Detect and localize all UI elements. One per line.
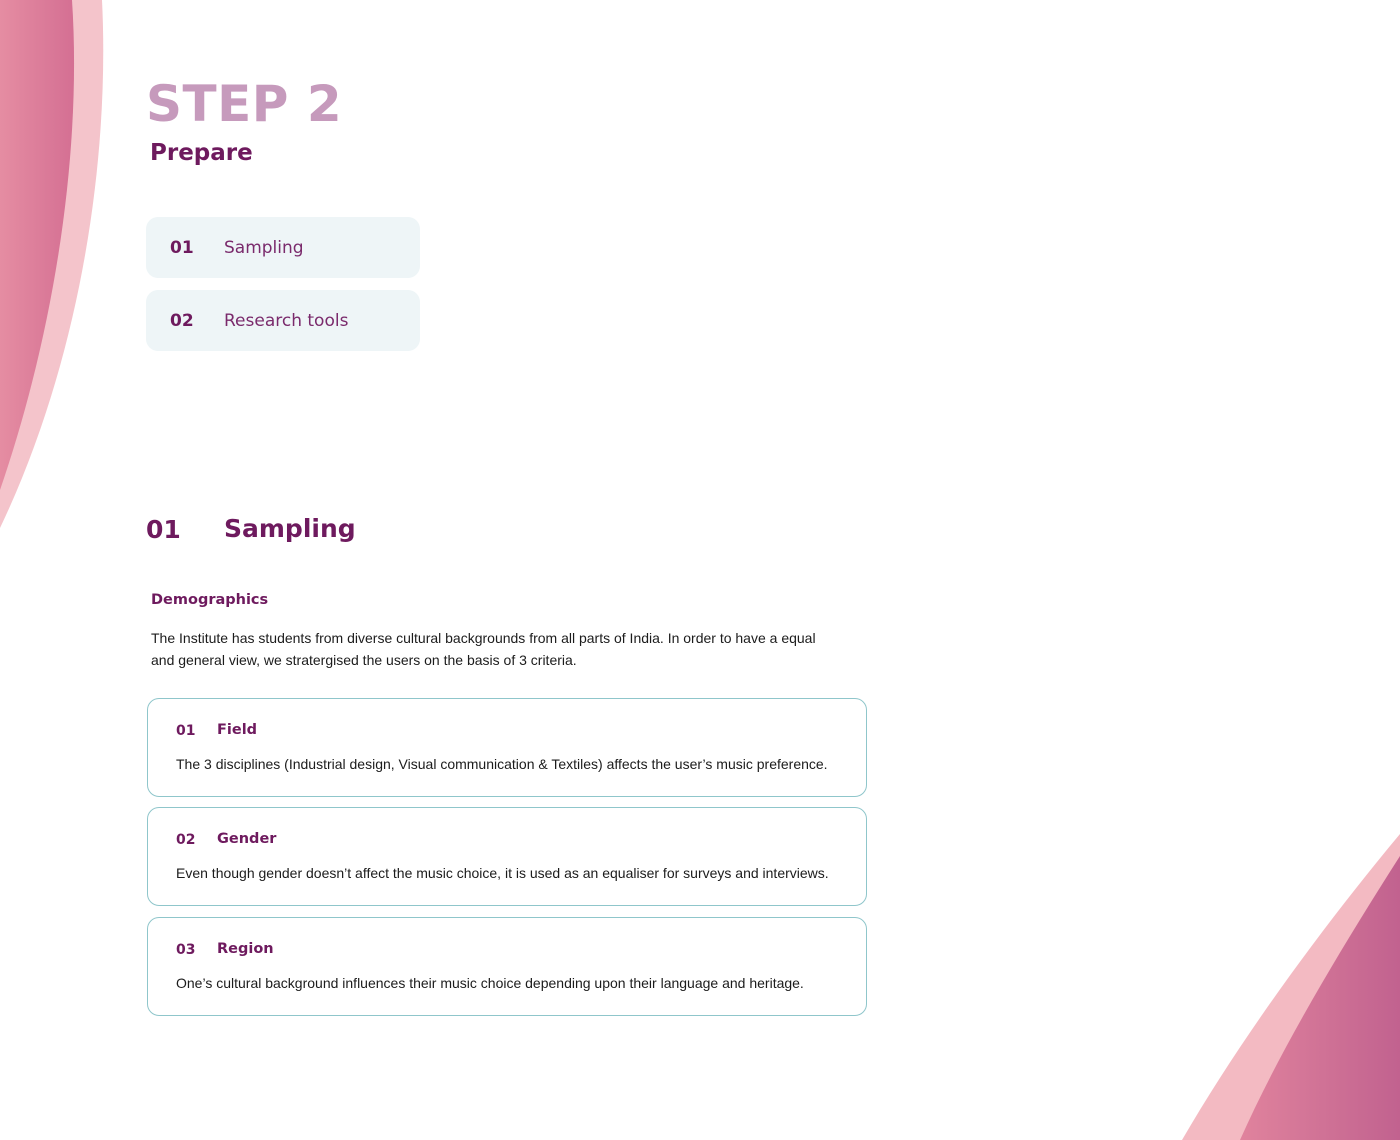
section-number: 01: [146, 515, 181, 544]
criteria-card-field: 01 Field The 3 disciplines (Industrial d…: [147, 698, 867, 797]
bottom-right-decorative-swoosh: [1182, 834, 1400, 1140]
section-title: Sampling: [224, 514, 356, 543]
criteria-title: Gender: [217, 831, 277, 847]
step-subtitle: Prepare: [150, 140, 253, 166]
criteria-card-region: 03 Region One’s cultural background infl…: [147, 917, 867, 1016]
criteria-title: Field: [217, 722, 258, 738]
criteria-card-gender: 02 Gender Even though gender doesn’t aff…: [147, 807, 867, 906]
criteria-number: 02: [176, 832, 196, 848]
toc-item-label: Research tools: [224, 310, 349, 331]
toc-item-number: 02: [170, 310, 194, 331]
criteria-description: Even though gender doesn’t affect the mu…: [176, 865, 829, 881]
criteria-description: The 3 disciplines (Industrial design, Vi…: [176, 756, 828, 772]
demographics-paragraph: The Institute has students from diverse …: [151, 630, 816, 668]
criteria-number: 01: [176, 723, 196, 739]
step-title: STEP 2: [146, 75, 343, 133]
left-decorative-swoosh: [0, 0, 104, 528]
criteria-description: One’s cultural background influences the…: [176, 975, 804, 991]
criteria-number: 03: [176, 942, 196, 958]
toc-item-number: 01: [170, 237, 194, 258]
criteria-title: Region: [217, 941, 274, 957]
toc-item-research-tools[interactable]: 02 Research tools: [146, 290, 420, 351]
toc-item-label: Sampling: [224, 237, 304, 258]
toc-item-sampling[interactable]: 01 Sampling: [146, 217, 420, 278]
demographics-heading: Demographics: [151, 592, 269, 608]
